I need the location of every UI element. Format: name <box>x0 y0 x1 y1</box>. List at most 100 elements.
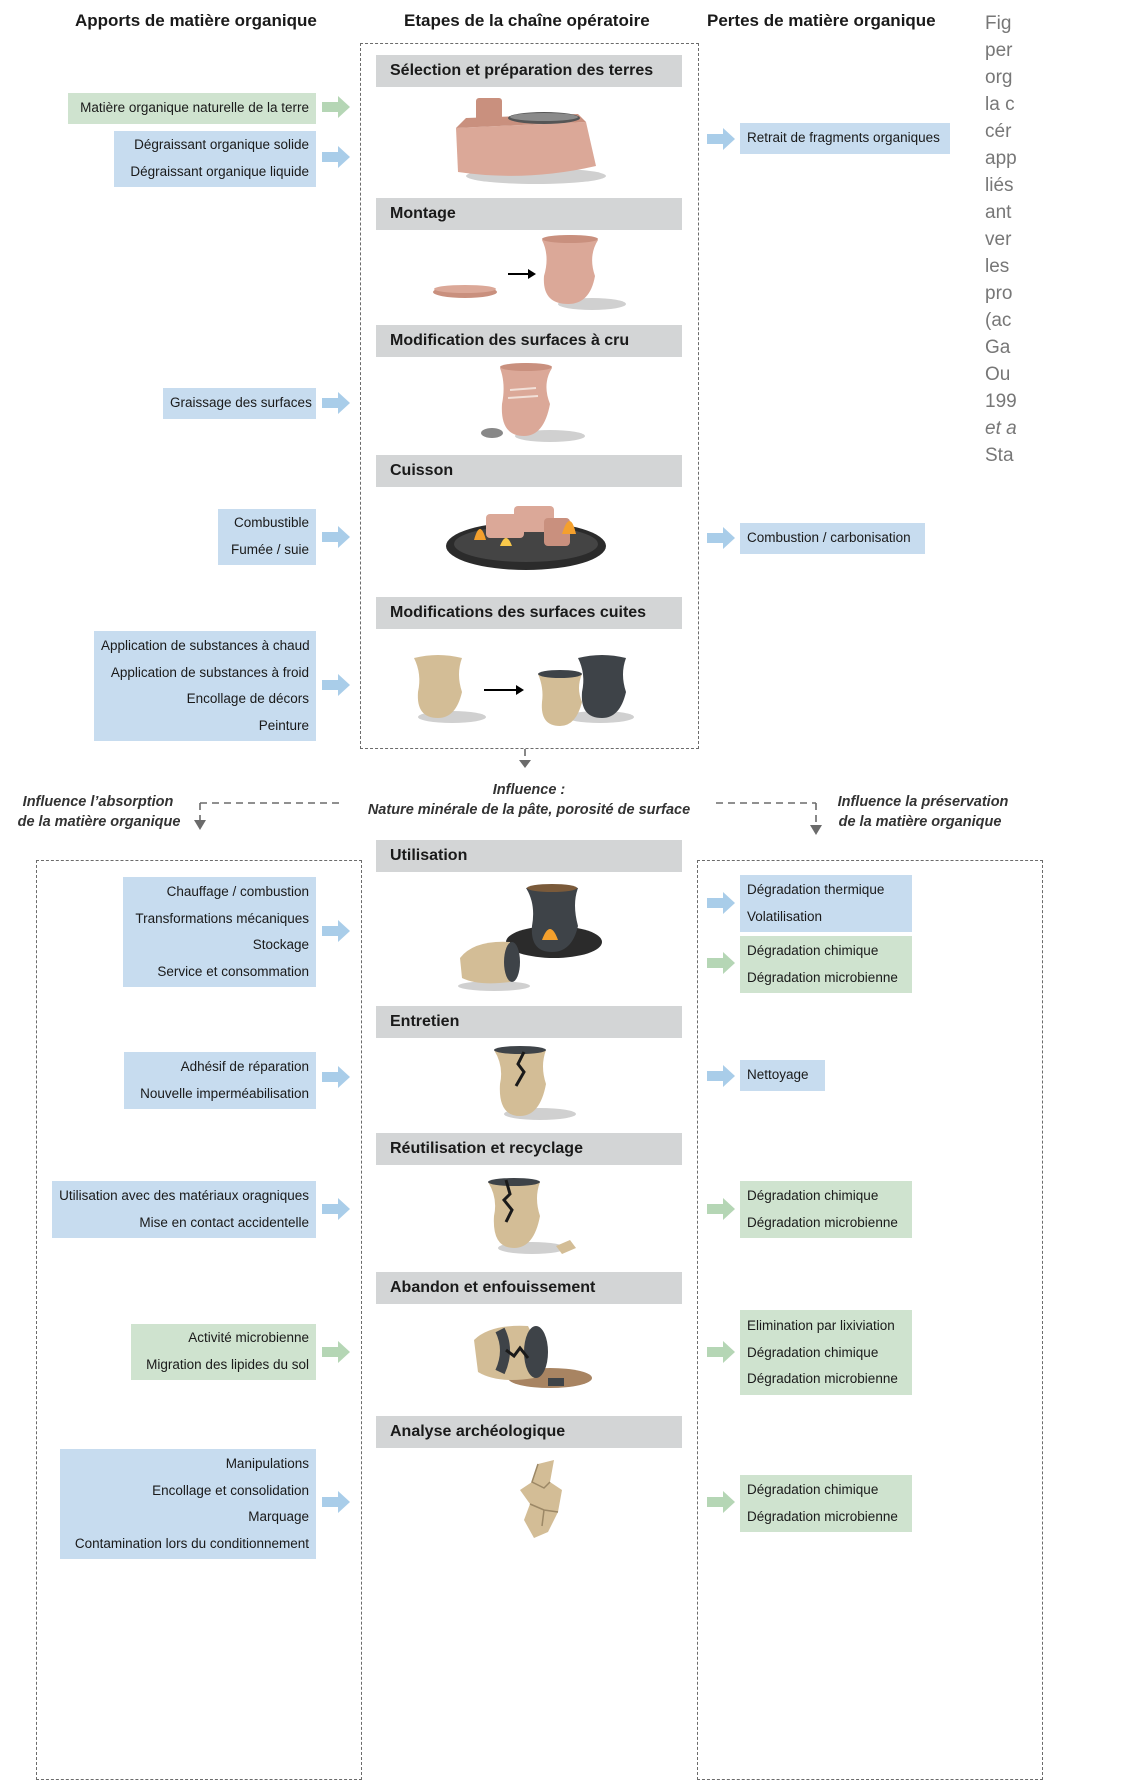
loss-box-fragment-removal: Retrait de fragments organiques <box>740 123 950 154</box>
use-illustration <box>458 884 602 991</box>
input-box-fired-surface-treatments: Application de substances à chaud Applic… <box>94 631 316 741</box>
input-item: Matière organique naturelle de la terre <box>80 100 309 115</box>
input-item: Encollage et consolidation <box>152 1482 309 1498</box>
arrow-right-icon <box>707 892 735 914</box>
loss-box-analysis-degradation: Dégradation chimique Dégradation microbi… <box>740 1475 912 1532</box>
loss-box-thermal: Dégradation thermique Volatilisation <box>740 875 912 932</box>
input-box-natural-organic-matter: Matière organique naturelle de la terre <box>68 93 316 124</box>
input-item: Fumée / suie <box>230 541 309 557</box>
arrow-right-icon <box>322 526 350 548</box>
stage-reutilisation-recyclage: Réutilisation et recyclage <box>376 1133 682 1165</box>
loss-item: Dégradation chimique <box>747 1344 879 1360</box>
arrow-right-icon <box>707 1341 735 1363</box>
loss-item: Dégradation microbienne <box>747 1371 898 1386</box>
arrow-right-icon <box>322 96 350 118</box>
influence-left-label-1: Influence l’absorption <box>22 794 174 810</box>
arrow-right-icon <box>322 674 350 696</box>
inputs-column-header: Apports de matière organique <box>75 11 317 30</box>
input-item: Combustible <box>233 515 309 530</box>
arrow-right-icon <box>707 1491 735 1513</box>
input-item: Transformations mécaniques <box>135 910 309 926</box>
influence-right-label-1: Influence la préservation <box>837 794 1009 810</box>
loss-item: Dégradation microbienne <box>747 969 898 985</box>
arrow-right-icon <box>707 952 735 974</box>
input-item: Application de substances à chaud <box>101 638 310 653</box>
arrow-right-icon <box>707 1198 735 1220</box>
stage-modification-surfaces-cru: Modification des surfaces à cru <box>376 325 682 357</box>
maintenance-illustration <box>494 1046 576 1120</box>
input-item: Dégraissant organique liquide <box>130 163 309 179</box>
input-item: Chauffage / combustion <box>166 884 309 899</box>
arrow-right-icon <box>322 1198 350 1220</box>
stage-montage: Montage <box>376 198 682 230</box>
input-item: Adhésif de réparation <box>180 1059 309 1074</box>
stage-abandon-enfouissement: Abandon et enfouissement <box>376 1272 682 1304</box>
loss-item: Dégradation chimique <box>747 1482 879 1497</box>
input-box-surface-greasing: Graissage des surfaces <box>163 388 316 419</box>
loss-box-burial-degradation: Elimination par lixiviation Dégradation … <box>740 1310 912 1395</box>
loss-box-reuse-degradation: Dégradation chimique Dégradation microbi… <box>740 1181 912 1238</box>
loss-item: Dégradation microbienne <box>747 1214 898 1230</box>
arrow-right-icon <box>322 392 350 414</box>
arrow-right-icon <box>322 146 350 168</box>
raw-surface-illustration <box>481 363 585 442</box>
input-item: Activité microbienne <box>188 1330 309 1345</box>
loss-box-cleaning: Nettoyage <box>740 1060 825 1091</box>
stage-entretien: Entretien <box>376 1006 682 1038</box>
loss-box-use-degradation: Dégradation chimique Dégradation microbi… <box>740 936 912 993</box>
input-item: Nouvelle imperméabilisation <box>140 1085 309 1101</box>
fired-surface-illustration <box>414 655 634 726</box>
production-stages-frame <box>360 43 699 749</box>
loss-item: Dégradation chimique <box>747 943 879 958</box>
input-box-maintenance: Adhésif de réparation Nouvelle imperméab… <box>124 1052 316 1109</box>
input-item: Dégraissant organique solide <box>134 137 309 152</box>
input-item: Manipulations <box>225 1456 309 1471</box>
input-item: Service et consommation <box>157 963 309 979</box>
input-item: Mise en contact accidentelle <box>139 1214 309 1230</box>
burial-illustration <box>474 1325 592 1388</box>
losses-column-header: Pertes de matière organique <box>707 11 936 30</box>
loss-item: Elimination par lixiviation <box>747 1318 895 1333</box>
loss-item: Dégradation chimique <box>747 1188 879 1203</box>
influence-left-label-2: de la matière organique <box>17 814 181 830</box>
input-item: Encollage de décors <box>186 691 309 706</box>
stages-column-header: Etapes de la chaîne opératoire <box>404 11 650 30</box>
input-box-fuel-smoke: Combustible Fumée / suie <box>218 509 316 565</box>
loss-item: Dégradation thermique <box>747 882 885 897</box>
arrow-right-icon <box>322 1491 350 1513</box>
input-box-burial: Activité microbienne Migration des lipid… <box>131 1324 316 1380</box>
loss-box-combustion: Combustion / carbonisation <box>740 523 925 554</box>
forming-illustration <box>433 235 626 310</box>
clay-block-illustration <box>456 98 606 184</box>
shard-illustration <box>520 1460 562 1538</box>
arrow-right-icon <box>707 128 735 150</box>
input-item: Utilisation avec des matériaux oragnique… <box>59 1188 309 1203</box>
arrow-right-icon <box>322 1341 350 1363</box>
input-box-archaeological-analysis: Manipulations Encollage et consolidation… <box>60 1449 316 1559</box>
loss-item: Retrait de fragments organiques <box>747 130 940 145</box>
input-box-reuse: Utilisation avec des matériaux oragnique… <box>52 1181 316 1238</box>
stage-utilisation: Utilisation <box>376 840 682 872</box>
loss-item: Volatilisation <box>747 908 823 924</box>
input-box-use: Chauffage / combustion Transformations m… <box>123 877 316 987</box>
stage-selection-preparation: Sélection et préparation des terres <box>376 55 682 87</box>
input-item: Application de substances à froid <box>110 664 309 680</box>
firing-illustration <box>446 506 606 570</box>
stage-analyse-archeologique: Analyse archéologique <box>376 1416 682 1448</box>
reuse-illustration <box>488 1178 576 1254</box>
input-item: Contamination lors du conditionnement <box>74 1535 309 1551</box>
loss-item: Combustion / carbonisation <box>747 530 911 545</box>
loss-item: Dégradation microbienne <box>747 1508 898 1524</box>
input-item: Migration des lipides du sol <box>146 1356 309 1372</box>
arrow-right-icon <box>707 1065 735 1087</box>
influence-center-label-1: Influence : <box>492 782 566 798</box>
input-item: Graissage des surfaces <box>170 395 312 410</box>
arrow-right-icon <box>707 527 735 549</box>
loss-item: Nettoyage <box>747 1067 809 1082</box>
arrow-right-icon <box>322 1066 350 1088</box>
influence-center-label-2: Nature minérale de la pâte, porosité de … <box>367 802 691 818</box>
input-item: Stockage <box>252 937 309 952</box>
stage-modifications-surfaces-cuites: Modifications des surfaces cuites <box>376 597 682 629</box>
